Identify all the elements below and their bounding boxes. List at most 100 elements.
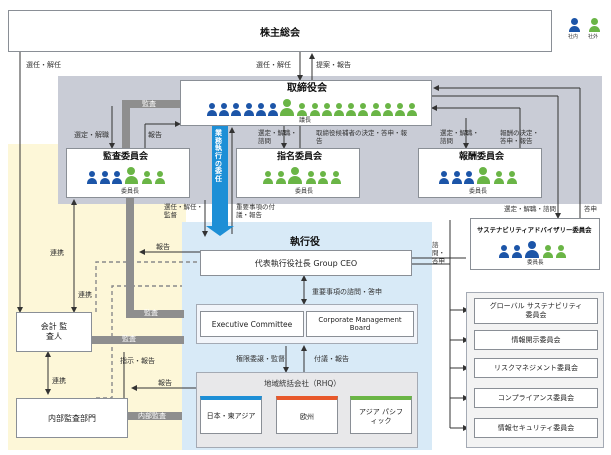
right-committee-4: コンプライアンス委員会	[474, 388, 598, 408]
shareholders-title: 株主総会	[260, 27, 300, 39]
label-important-consult: 重要事項の諮問・答申	[312, 288, 382, 296]
outside-director-icon	[288, 167, 302, 185]
right-committee-4-label: コンプライアンス委員会	[497, 394, 575, 402]
accounting-auditor-label: 会計 監査人	[40, 321, 68, 341]
executive-committee-label: Executive Committee	[211, 319, 293, 329]
legend-inside-label: 社内	[568, 34, 579, 40]
audit-thick-arrow-auditor	[92, 336, 184, 344]
label-sust-elect: 選定・解職・諮問	[504, 205, 556, 213]
label-coordination-2: 連携	[78, 291, 92, 299]
board-members	[207, 99, 418, 117]
outside-director-icon	[506, 171, 517, 184]
nomination-committee-title: 指名委員会	[277, 152, 323, 162]
inside-director-icon	[525, 241, 539, 259]
compensation-committee: 報酬委員会 委員長	[418, 148, 542, 198]
label-comp-decision: 選定・解職・諮問	[440, 129, 479, 145]
corporate-management-board: Corporate Management Board	[306, 311, 414, 337]
internal-audit-thick-arrow	[128, 412, 182, 420]
audit-thick-arrow-exec	[126, 310, 184, 318]
outside-director-icon	[275, 171, 286, 184]
shareholders-meeting: 株主総会	[8, 10, 552, 52]
audit-committee-members	[87, 167, 177, 185]
inside-director-icon	[451, 171, 462, 184]
sustainability-advisory-title: サステナビリティアドバイザリー委員会	[477, 226, 592, 234]
label-delegation-supervision: 権限委譲・監督	[236, 355, 285, 363]
outside-director-icon	[280, 99, 294, 117]
label-coordination-3: 連携	[52, 377, 66, 385]
inside-director-icon	[207, 103, 217, 116]
inside-director-icon	[231, 103, 242, 116]
rhq-region-3-label: アジア パシフィック	[359, 408, 403, 425]
audit-thick-arrow-top-h	[122, 100, 180, 108]
right-committee-1-label: グローバル サステナビリティ委員会	[489, 302, 583, 319]
audit-committee: 監査委員会 委員長	[66, 148, 190, 198]
corporate-management-board-label: Corporate Management Board	[318, 315, 402, 332]
internal-audit-dept: 内部監査部門	[16, 398, 128, 438]
label-audit-2: 監査	[144, 309, 158, 317]
executive-officers-title: 執行役	[290, 237, 320, 248]
compensation-committee-members	[439, 167, 529, 185]
inside-director-icon	[512, 245, 522, 258]
label-elect-dismiss-supervise: 選任・解任・監督	[164, 203, 203, 219]
right-committee-5: 情報セキュリティ委員会	[474, 418, 598, 438]
label-consult-answer: 諮問・答申	[432, 241, 445, 265]
label-nom-consult: 選定・解職・諮問	[258, 129, 297, 145]
rhq-title: 地域統括会社（RHQ）	[264, 379, 341, 388]
audit-thick-arrow-down	[126, 196, 134, 316]
right-committee-2: 情報開示委員会	[474, 330, 598, 350]
label-elect-dismiss-1: 選任・解任	[26, 61, 61, 69]
label-internal-audit: 内部監査	[138, 412, 166, 420]
right-committee-5-label: 情報セキュリティ委員会	[497, 424, 575, 432]
inside-director-icon	[268, 103, 278, 116]
label-report-3: 報告	[158, 379, 172, 387]
outside-director-icon	[321, 103, 332, 116]
inside-director-icon	[255, 103, 266, 116]
label-director-decision: 取締役候補者の決定・答申・報告	[316, 129, 407, 145]
compensation-committee-chair: 委員長	[469, 188, 488, 195]
outside-person-icon	[589, 18, 600, 32]
outside-director-icon	[543, 245, 553, 258]
audit-thick-arrow-top	[122, 102, 130, 148]
inside-director-icon	[499, 245, 509, 258]
internal-audit-label: 内部監査部門	[48, 413, 96, 423]
label-comp-report: 報酬の決定・答申・報告	[500, 129, 539, 145]
label-coordination-1: 連携	[50, 249, 64, 257]
outside-director-icon	[407, 103, 418, 116]
executive-committee: Executive Committee	[200, 311, 304, 337]
audit-committee-chair: 委員長	[121, 188, 140, 195]
execution-delegation-label: 業務執行の委任	[215, 129, 222, 184]
compensation-committee-title: 報酬委員会	[459, 152, 505, 162]
outside-director-icon	[395, 103, 405, 116]
execution-delegation-arrowhead	[206, 226, 234, 236]
legend-outside-label: 社外	[588, 34, 599, 40]
execution-delegation-arrow	[212, 125, 228, 229]
outside-director-icon	[154, 171, 165, 184]
outside-director-icon	[358, 103, 369, 116]
sustainability-advisory-committee: サステナビリティアドバイザリー委員会 委員長	[470, 218, 600, 270]
board-of-directors: 取締役会 議長	[180, 80, 432, 126]
board-title: 取締役会	[287, 83, 327, 94]
label-elect-dismiss-2: 選任・解任	[256, 61, 291, 69]
label-audit-1: 監査	[142, 100, 156, 108]
outside-director-icon	[124, 167, 138, 185]
right-committee-1: グローバル サステナビリティ委員会	[474, 298, 598, 324]
rhq-region-1: 日本・東アジア	[200, 396, 262, 434]
audit-committee-title: 監査委員会	[103, 152, 149, 162]
outside-director-icon	[263, 171, 273, 184]
label-refer-report: 付議・報告	[314, 355, 349, 363]
outside-director-icon	[476, 167, 490, 185]
label-audit-3: 監査	[122, 335, 136, 343]
outside-director-icon	[556, 245, 566, 258]
nomination-committee: 指名委員会 委員長	[236, 148, 360, 198]
outside-director-icon	[370, 103, 381, 116]
inside-director-icon	[464, 171, 474, 184]
inside-director-icon	[99, 171, 110, 184]
nomination-committee-chair: 委員長	[295, 188, 314, 195]
label-report-1: 報告	[148, 131, 162, 139]
sustainability-advisory-members	[499, 241, 579, 259]
ceo-box: 代表執行役社長 Group CEO	[200, 250, 412, 276]
right-committee-3-label: リスクマネジメント委員会	[494, 364, 578, 372]
right-committee-2-label: 情報開示委員会	[511, 336, 561, 344]
outside-director-icon	[382, 103, 393, 116]
legend: 社内 社外	[566, 18, 606, 48]
